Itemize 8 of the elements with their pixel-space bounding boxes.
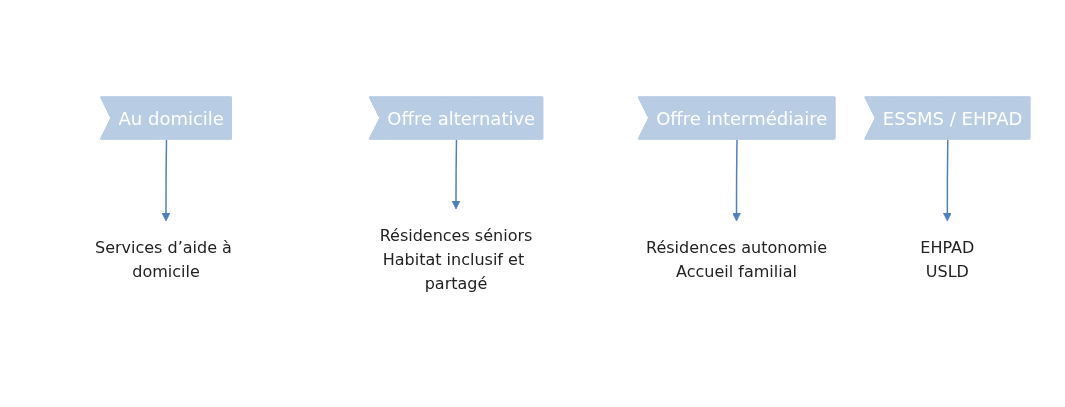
node-text: Résidences séniors Habitat inclusif et partagé <box>379 225 532 293</box>
node-text: Services d’aide à domicile <box>94 237 232 281</box>
node-text: EHPAD USLD <box>919 237 974 281</box>
arrow <box>451 138 460 209</box>
arrow <box>942 138 952 221</box>
arrow <box>161 138 170 221</box>
arrow <box>731 138 741 221</box>
node-text: Résidences autonomie Accueil familial <box>645 237 827 281</box>
